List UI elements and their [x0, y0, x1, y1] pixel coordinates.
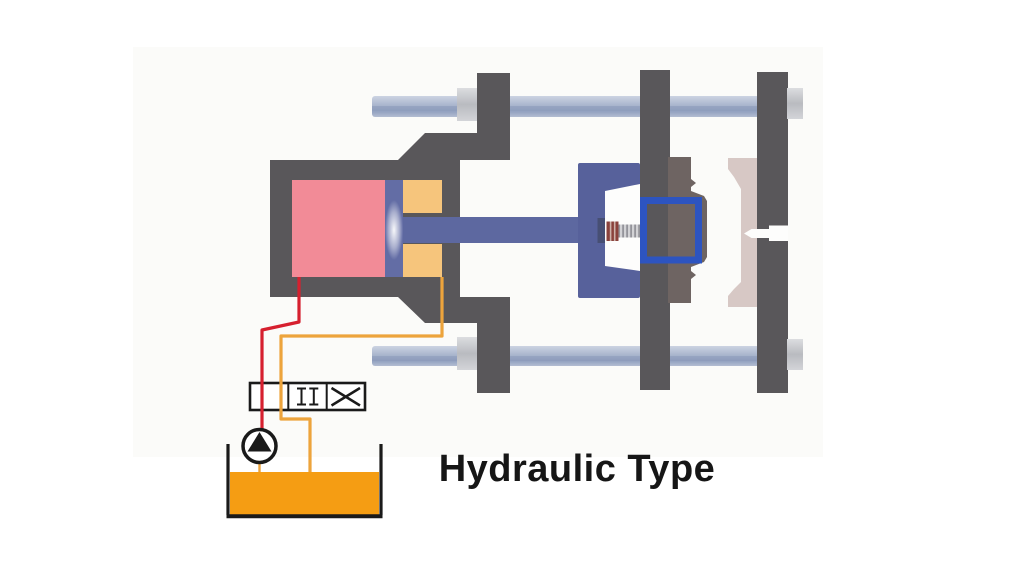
- diagram-title: Hydraulic Type: [439, 448, 716, 490]
- cushion-pad-bottom: [403, 244, 442, 277]
- moving-mold-half: [668, 157, 707, 303]
- fixed-mold-half: [728, 158, 758, 307]
- ejector-block-stripe: [613, 221, 616, 241]
- piston-rod: [403, 217, 600, 243]
- valve-cell-dividers: [287, 383, 328, 410]
- tie-bar-end-cap-top: [787, 88, 803, 119]
- tie-bar-nut-top: [457, 88, 477, 121]
- hydraulic-pump: [241, 427, 278, 465]
- oil-tank: [226, 444, 383, 519]
- cylinder-bottom-flange: [398, 297, 510, 393]
- cushion-pad-top: [403, 180, 442, 213]
- pressure-line: [260, 277, 301, 434]
- tie-bar-end-cap-bottom: [787, 339, 803, 370]
- ejector-spring: [618, 224, 642, 238]
- sprue-opening: [744, 225, 788, 241]
- piston-face-highlight: [385, 200, 403, 260]
- oil-fill: [230, 472, 379, 515]
- ejector-push-bar: [597, 218, 605, 243]
- crosshead-bracket: [578, 163, 642, 298]
- piston-assembly: [292, 180, 600, 277]
- valve-closed-position-symbol: [297, 387, 319, 406]
- ejector-block-stripe: [609, 221, 612, 241]
- clamping-piston: [292, 180, 385, 277]
- valve-crossed-position-symbol: [330, 386, 361, 407]
- cylinder-top-flange: [398, 73, 510, 160]
- tie-bar-nut-bottom: [457, 337, 477, 370]
- tie-bar-top-shading: [372, 106, 800, 111]
- pump-flow-triangle: [247, 432, 272, 452]
- ejector-frame: [640, 197, 702, 264]
- directional-control-valve: [248, 381, 367, 412]
- return-line: [279, 277, 444, 476]
- ejector-block: [606, 221, 619, 241]
- tie-bar-bottom-shading: [372, 356, 800, 361]
